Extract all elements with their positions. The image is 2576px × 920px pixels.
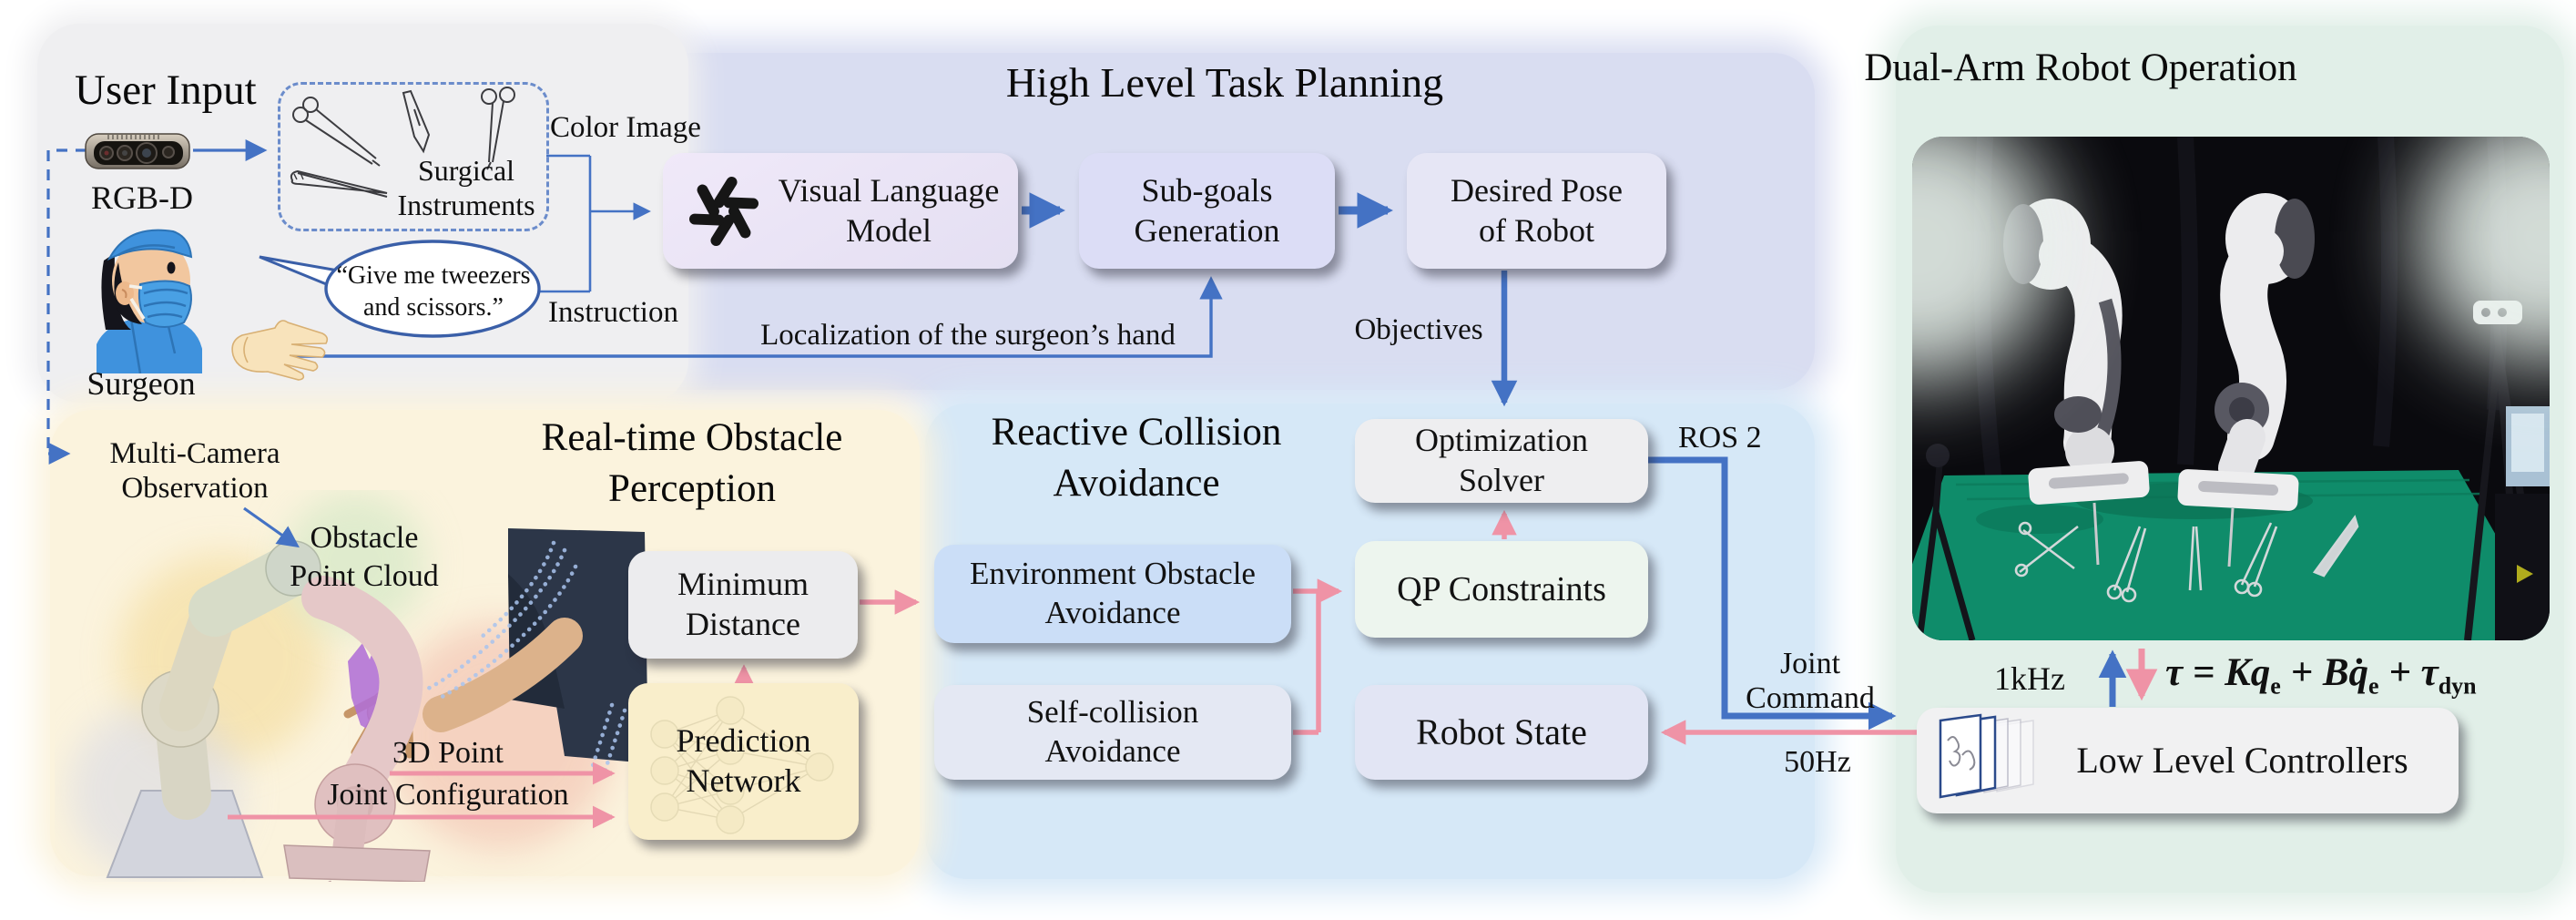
- instruments-caption-line2: Instruments: [397, 189, 535, 221]
- robot-state-box: Robot State: [1355, 685, 1648, 780]
- subgoals-label-line2: Generation: [1134, 211, 1280, 249]
- speech-bubble-line1: “Give me tweezers: [336, 261, 531, 290]
- multi-camera-label-line2: Observation: [121, 472, 269, 505]
- low-level-controllers-box: Low Level Controllers: [1917, 708, 2459, 813]
- minimum-distance-box: Minimum Distance: [628, 551, 858, 659]
- robot-state-label: Robot State: [1416, 710, 1587, 752]
- speech-bubble-line2: and scissors.”: [363, 293, 504, 322]
- formula-tau2: τ: [2420, 651, 2439, 694]
- user-input-title: User Input: [75, 66, 257, 114]
- self-collision-box: Self-collision Avoidance: [934, 685, 1291, 780]
- multi-camera-label-line1: Multi-Camera: [109, 437, 280, 470]
- formula-plus2: +: [2378, 651, 2421, 694]
- formula-tau: τ: [2165, 651, 2184, 694]
- environment-obstacle-box: Environment Obstacle Avoidance: [934, 545, 1291, 643]
- high-level-title: High Level Task Planning: [1005, 59, 1444, 106]
- formula-equals: =: [2183, 651, 2225, 694]
- desired-pose-label-line1: Desired Pose: [1451, 171, 1623, 209]
- desired-pose-label-line2: of Robot: [1478, 211, 1594, 249]
- opt-line1: Optimization: [1415, 422, 1588, 459]
- opt-line2: Solver: [1459, 462, 1544, 498]
- ros2-label: ROS 2: [1678, 421, 1762, 455]
- tweezers-icon: [290, 169, 388, 198]
- obstacle-cloud-label-line2: Point Cloud: [290, 559, 439, 593]
- joint-command-line2: Command: [1746, 681, 1875, 715]
- layers-icon: [1939, 713, 2034, 799]
- desired-pose-box: Desired Pose of Robot: [1407, 153, 1666, 269]
- optimization-solver-box: Optimization Solver: [1355, 419, 1648, 503]
- reactive-title-line1: Reactive Collision: [991, 411, 1282, 454]
- rate-50hz-label: 50Hz: [1784, 745, 1851, 779]
- prediction-line1: Prediction: [676, 722, 811, 760]
- formula-b-term: Bq̇: [2322, 651, 2369, 694]
- rgbd-label: RGB-D: [91, 179, 194, 216]
- realtime-title-line1: Real-time Obstacle: [541, 416, 843, 459]
- instruments-caption-line1: Surgical: [417, 154, 515, 187]
- env-line1: Environment Obstacle: [970, 556, 1256, 592]
- point-3d-label: 3D Point: [392, 736, 504, 770]
- minimum-distance-line1: Minimum: [677, 566, 809, 603]
- instruction-label: Instruction: [548, 296, 678, 329]
- surgeon-avatar: [97, 229, 202, 373]
- obstacle-cloud-label-line1: Obstacle: [310, 521, 419, 555]
- formula-b-sub: e: [2368, 672, 2379, 700]
- vlm-label-line1: Visual Language: [778, 171, 1000, 209]
- realtime-title-line2: Perception: [608, 467, 776, 510]
- surgical-instruments-icons: [290, 87, 515, 198]
- self-line2: Avoidance: [1044, 733, 1181, 769]
- objectives-label: Objectives: [1354, 313, 1483, 346]
- openai-logo-icon: [688, 176, 759, 246]
- joint-configuration-label: Joint Configuration: [327, 778, 569, 812]
- dual-arm-title: Dual-Arm Robot Operation: [1864, 46, 2297, 89]
- torque-formula: τ = Kqe + Bq̇e + τdyn: [2165, 650, 2477, 700]
- subgoals-label-line1: Sub-goals: [1141, 171, 1273, 209]
- robot-obstacle-illustration: [68, 492, 648, 882]
- env-line2: Avoidance: [1044, 595, 1181, 630]
- self-line1: Self-collision: [1026, 694, 1199, 731]
- rate-1khz-label: 1kHz: [1994, 660, 2065, 697]
- localization-label: Localization of the surgeon’s hand: [760, 319, 1176, 352]
- surgeon-label: Surgeon: [87, 365, 196, 402]
- formula-k-sub: e: [2270, 672, 2281, 700]
- neural-network-icon: [650, 696, 834, 834]
- scissors-icon: [292, 97, 381, 167]
- formula-dyn-sub: dyn: [2438, 672, 2477, 700]
- reactive-title-line2: Avoidance: [1053, 462, 1220, 505]
- visual-language-model-box: Visual Language Model: [663, 153, 1018, 269]
- rgbd-camera-icon: [85, 133, 190, 169]
- color-image-label: Color Image: [550, 111, 701, 144]
- vlm-label-line2: Model: [845, 211, 932, 249]
- prediction-network-box: Prediction Network: [628, 683, 859, 840]
- joint-command-line1: Joint: [1779, 647, 1841, 680]
- prediction-line2: Network: [686, 762, 801, 799]
- qp-label: QP Constraints: [1397, 569, 1606, 608]
- scalpel-icon: [402, 89, 431, 154]
- subgoals-generation-box: Sub-goals Generation: [1079, 153, 1335, 269]
- dual-arm-photo: [1912, 137, 2550, 640]
- minimum-distance-line2: Distance: [686, 606, 800, 642]
- forceps-icon: [481, 87, 515, 170]
- llc-label: Low Level Controllers: [2076, 739, 2408, 781]
- qp-constraints-box: QP Constraints: [1355, 541, 1648, 638]
- formula-k-term: Kq: [2225, 651, 2271, 694]
- formula-plus1: +: [2280, 651, 2323, 694]
